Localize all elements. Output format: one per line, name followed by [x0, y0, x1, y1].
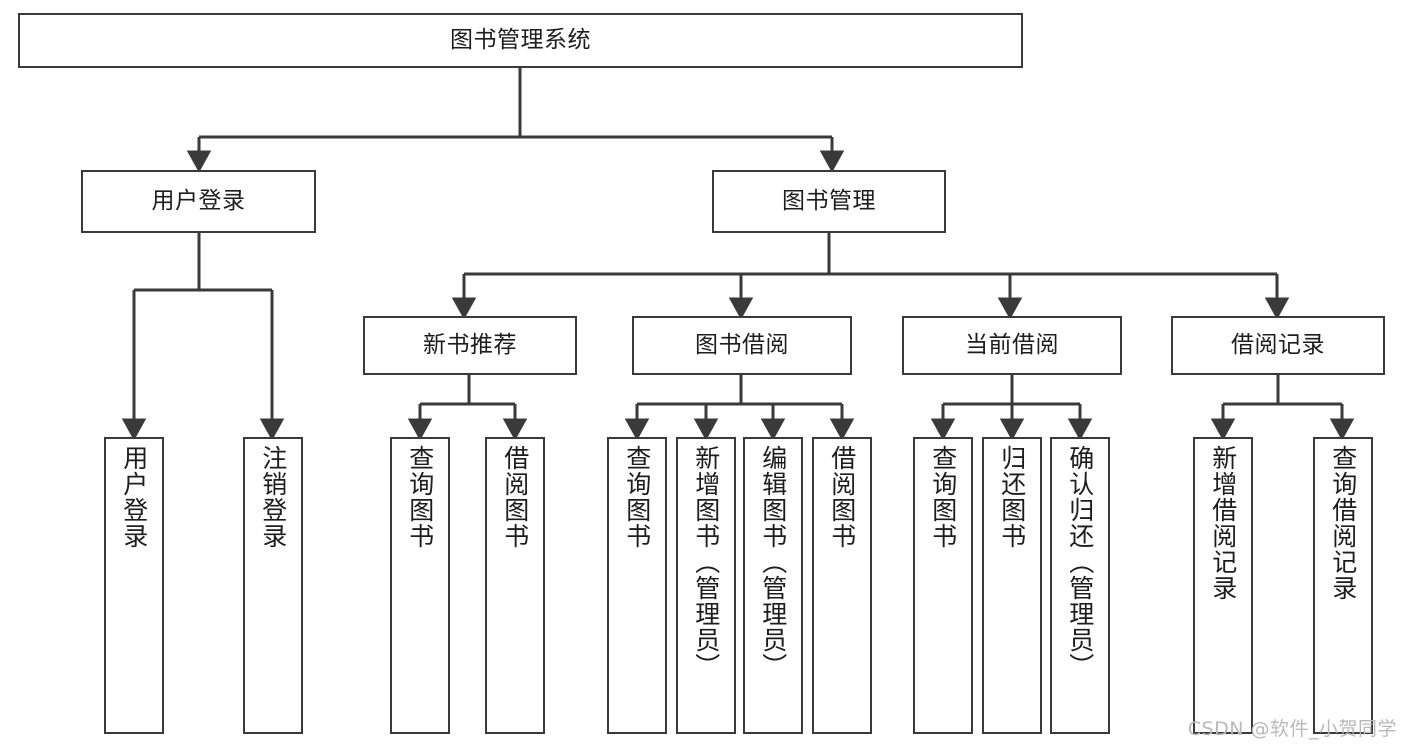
node-leaf-logout-login-label: 注销登录: [258, 445, 288, 549]
node-root[interactable]: 图书管理系统: [18, 13, 1023, 68]
csdn-watermark: CSDN @软件_小贺同学: [1187, 718, 1397, 740]
node-leaf-confirm-return[interactable]: 确认归还（管理员）: [1050, 437, 1110, 734]
node-book-manage[interactable]: 图书管理: [712, 170, 946, 233]
node-user-login[interactable]: 用户登录: [81, 170, 316, 233]
node-borrow-record-label: 借阅记录: [1231, 331, 1325, 358]
node-leaf-query-book-3-label: 查询图书: [928, 445, 958, 549]
node-book-borrow[interactable]: 图书借阅: [632, 316, 852, 375]
node-leaf-add-book-label: 新增图书（管理员）: [691, 445, 721, 679]
node-leaf-query-book-3[interactable]: 查询图书: [913, 437, 973, 734]
node-leaf-confirm-return-label: 确认归还（管理员）: [1065, 445, 1095, 679]
node-leaf-logout-login[interactable]: 注销登录: [243, 437, 303, 734]
node-borrow-record[interactable]: 借阅记录: [1171, 316, 1385, 375]
node-current-borrow-label: 当前借阅: [965, 331, 1059, 358]
node-leaf-add-borrow-record[interactable]: 新增借阅记录: [1193, 437, 1253, 734]
node-current-borrow[interactable]: 当前借阅: [902, 316, 1122, 375]
node-leaf-add-book[interactable]: 新增图书（管理员）: [676, 437, 736, 734]
node-leaf-user-login-label: 用户登录: [119, 445, 149, 549]
node-leaf-borrow-book-1-label: 借阅图书: [500, 445, 530, 549]
node-user-login-label: 用户登录: [151, 187, 246, 214]
node-new-book-recommend-label: 新书推荐: [423, 331, 517, 358]
node-leaf-edit-book[interactable]: 编辑图书（管理员）: [743, 437, 803, 734]
node-leaf-borrow-book-2-label: 借阅图书: [827, 445, 857, 549]
node-leaf-query-book-1-label: 查询图书: [405, 445, 435, 549]
node-book-borrow-label: 图书借阅: [695, 331, 789, 358]
node-new-book-recommend[interactable]: 新书推荐: [363, 316, 577, 375]
node-leaf-borrow-book-2[interactable]: 借阅图书: [812, 437, 872, 734]
node-leaf-return-book-label: 归还图书: [997, 445, 1027, 549]
node-leaf-query-book-2-label: 查询图书: [622, 445, 652, 549]
node-leaf-edit-book-label: 编辑图书（管理员）: [758, 445, 788, 679]
node-leaf-query-book-2[interactable]: 查询图书: [607, 437, 667, 734]
node-leaf-query-borrow-record[interactable]: 查询借阅记录: [1313, 437, 1373, 734]
node-book-manage-label: 图书管理: [782, 187, 876, 214]
node-leaf-query-borrow-record-label: 查询借阅记录: [1328, 445, 1358, 601]
node-leaf-query-book-1[interactable]: 查询图书: [390, 437, 450, 734]
node-leaf-borrow-book-1[interactable]: 借阅图书: [485, 437, 545, 734]
node-leaf-add-borrow-record-label: 新增借阅记录: [1208, 445, 1238, 601]
node-leaf-user-login[interactable]: 用户登录: [104, 437, 164, 734]
node-root-label: 图书管理系统: [450, 26, 591, 53]
node-leaf-return-book[interactable]: 归还图书: [982, 437, 1042, 734]
